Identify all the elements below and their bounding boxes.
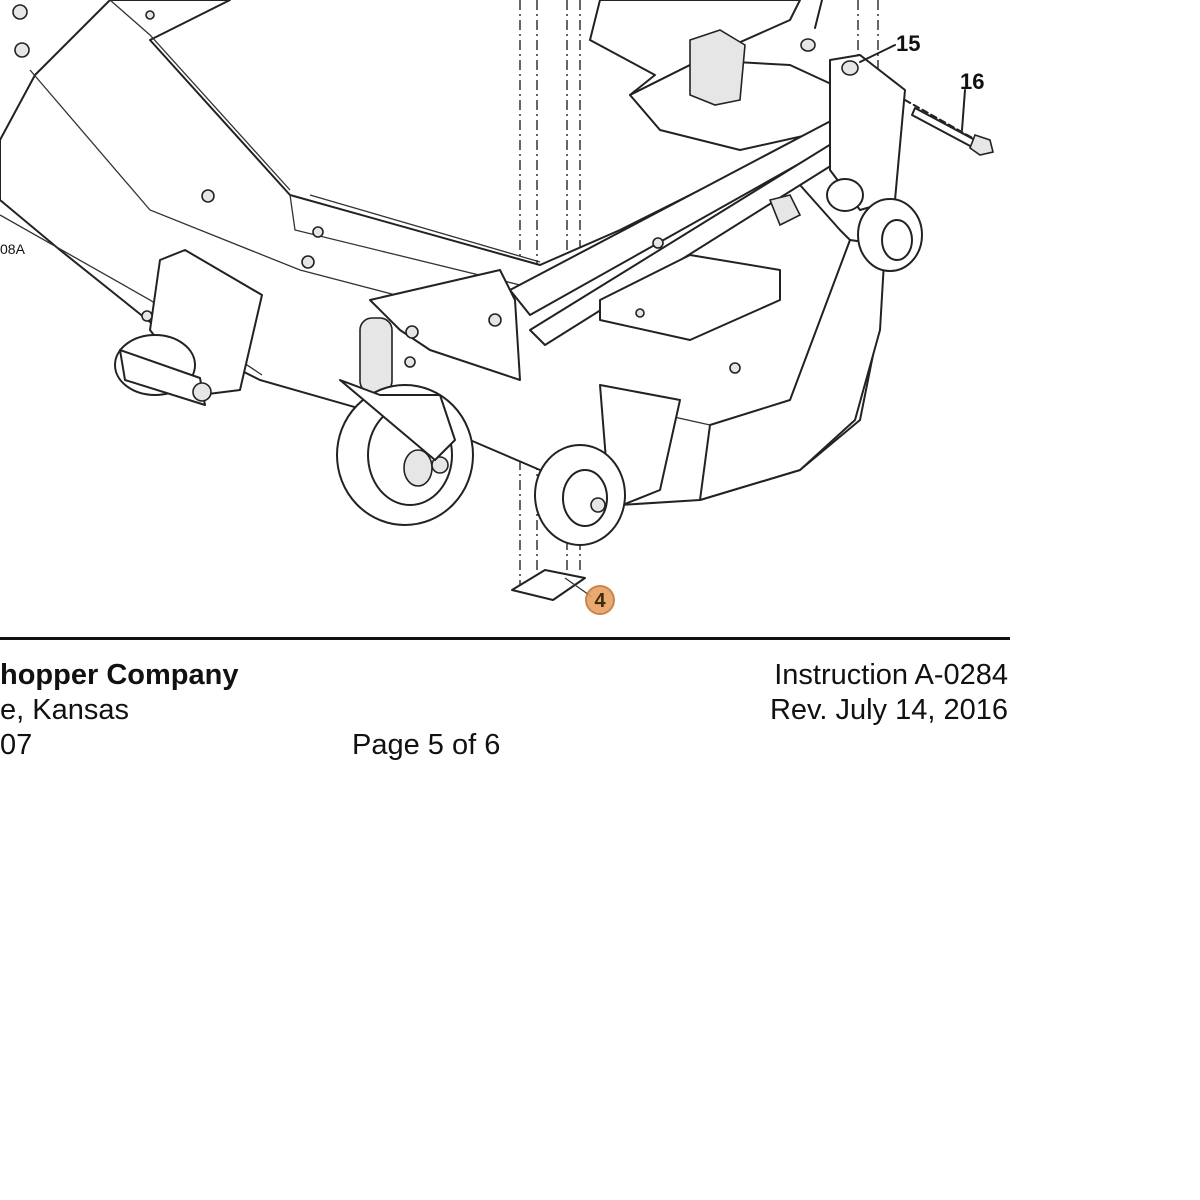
marker-4-label: 4 <box>594 590 606 612</box>
partial-part-number: 08A <box>0 241 26 257</box>
mower-deck-exploded-diagram: 15 16 08A 4 <box>0 0 994 615</box>
deck-center-pad <box>599 254 781 341</box>
deck-hardware <box>12 4 741 374</box>
footer-revision-date: Rev. July 14, 2016 <box>769 694 1008 726</box>
footer-company: hopper Company <box>0 659 239 691</box>
callout-16: 16 <box>960 69 984 131</box>
bolt-part-16 <box>904 99 994 156</box>
highlight-marker-4: 4 <box>585 585 615 615</box>
floor-plate-part-4 <box>511 569 586 601</box>
footer-code: 07 <box>0 729 33 761</box>
callout-16-label: 16 <box>960 69 984 94</box>
left-anti-scalp-roller <box>114 249 263 406</box>
front-caster-wheel-left <box>336 269 521 526</box>
footer-instruction-number: Instruction A-0284 <box>774 659 1008 691</box>
callout-15: 15 <box>859 31 920 63</box>
footer-page-number: Page 5 of 6 <box>352 729 501 761</box>
hitch-bracket <box>689 29 746 106</box>
footer-divider <box>0 637 1010 640</box>
rear-caster-wheel-right <box>857 198 923 272</box>
front-caster-wheel-center <box>534 384 681 546</box>
callout-15-label: 15 <box>896 31 920 56</box>
footer-location: e, Kansas <box>0 694 129 726</box>
